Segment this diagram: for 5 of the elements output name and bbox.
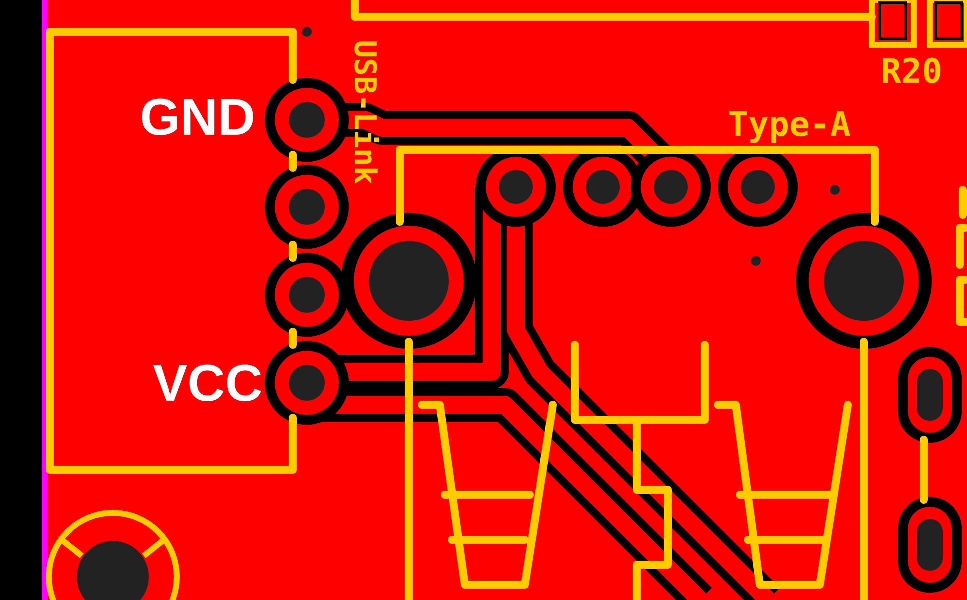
- component-label: R20: [881, 55, 942, 89]
- pin-label: VCC: [153, 358, 263, 410]
- board-label: USB-Link: [349, 40, 379, 184]
- connector-label: Type-A: [728, 108, 851, 142]
- pin-label: GND: [140, 92, 256, 144]
